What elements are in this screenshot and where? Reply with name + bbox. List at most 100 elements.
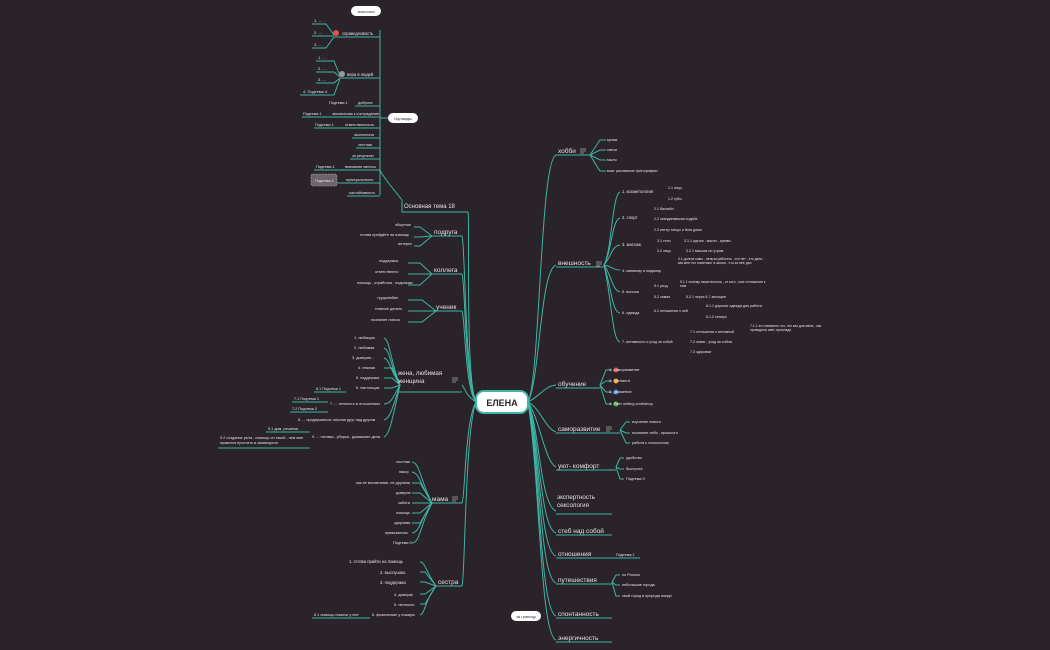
branch-puteshestviya[interactable]: путешествия по России небольшие города с… [556,573,673,598]
svg-text:2. любимая: 2. любимая [354,346,374,350]
svg-text:саморазвитие: саморазвитие [558,426,601,433]
svg-text:1.1 лицо: 1.1 лицо [668,186,682,190]
svg-text:внимание мелочь: внимание мелочь [345,165,376,169]
svg-text:3. поддержка: 3. поддержка [380,580,406,585]
svg-text:Подтема 1: Подтема 1 [315,179,334,183]
svg-text:1. ...: 1. ... [318,55,326,60]
branch-spontannost[interactable]: спонтанность [556,611,612,619]
branch-sestra[interactable]: сестра 1. готова прийти на помощь 2. выс… [312,559,462,619]
svg-text:забота: забота [398,501,411,505]
svg-text:Подтема 9: Подтема 9 [393,541,412,545]
svg-text:мама: мама [432,496,449,503]
svg-text:поддержка: поддержка [379,259,399,263]
svg-text:подруга: подруга [434,229,458,236]
branch-obuchenie[interactable]: обучение 1. саморазвитие 2. тренинги 3. … [556,367,654,407]
central-topic[interactable]: ЕЛЕНА [475,390,529,414]
branch-kollega[interactable]: коллега поддержка ответственно помощь , … [357,259,462,285]
menu-lines-icon [452,377,458,383]
branch-otnosheniya[interactable]: отношения Подтема 1 [556,551,640,559]
svg-text:сестра: сестра [438,579,459,586]
branch-zhena[interactable]: жена, любимая женщина 1. любящая 2. люби… [218,336,462,449]
svg-text:4. Подтема 4: 4. Подтема 4 [303,89,328,94]
svg-text:7.2 значи , уход за собою: 7.2 значи , уход за собою [690,340,733,344]
svg-text:свечи: свечи [607,148,617,152]
svg-text:6.1.2 стимул: 6.1.2 стимул [706,315,727,319]
svg-text:Подтема 3: Подтема 3 [626,477,645,481]
svg-text:6.1 отношение к ней: 6.1 отношение к ней [654,309,688,313]
menu-lines-icon [580,148,586,154]
svg-text:1.2 губы: 1.2 губы [668,197,682,201]
menu-lines-icon [452,496,458,502]
svg-text:5. ленность: 5. ленность [394,603,414,607]
svg-text:2. ...: 2. ... [314,30,322,35]
svg-text:5.1 уход: 5.1 уход [654,284,668,288]
branch-mama[interactable]: мама честная юмор как ее воспитании, не … [356,460,462,545]
branch-energichnost[interactable]: энергичность [556,635,612,643]
svg-text:быстрота: быстрота [626,467,643,471]
branch-uchenik[interactable]: ученик трудолюбие главное делать познани… [371,296,462,322]
svg-text:7. ... ленность в отношениях: 7. ... ленность в отношениях [330,402,380,406]
branch-hobby[interactable]: хобби купаж свечи мыло мозг рисование фо… [556,138,658,173]
svg-text:спонтанность: спонтанность [558,611,600,618]
svg-text:внешность: внешность [558,260,591,267]
svg-text:7. интимность и уход за собой: 7. интимность и уход за собой [622,340,673,344]
svg-text:аналогия: аналогия [357,9,374,14]
svg-text:Подтема 1: Подтема 1 [303,112,322,116]
main-theme-branch[interactable]: Основная тема 18 [402,204,468,213]
svg-text:7.1 Подтема 1: 7.1 Подтема 1 [294,397,319,401]
svg-text:9.1 дом. решетки: 9.1 дом. решетки [268,427,298,431]
svg-text:7.1 отношение к интимной: 7.1 отношение к интимной [690,330,734,334]
svg-text:Основная тема 18: Основная тема 18 [404,204,456,210]
svg-text:2.2 скандинавская ходьба: 2.2 скандинавская ходьба [654,217,697,221]
svg-text:справедливость: справедливость [342,31,374,36]
svg-text:3. массаж: 3. массаж [622,242,641,247]
svg-text:энергичность: энергичность [558,635,599,642]
callout-top[interactable]: аналогия [351,6,381,16]
svg-text:8. ... продержаться, верная др: 8. ... продержаться, верная друг над дру… [298,418,376,422]
svg-text:помощь: помощь [396,511,410,515]
branch-steb[interactable]: стеб над собой [556,527,612,536]
branch-samorazvitie[interactable]: саморазвитие изучение нового познание се… [556,420,678,445]
svg-text:Подтема 1: Подтема 1 [315,123,334,127]
svg-text:6. физические у ножиры: 6. физические у ножиры [372,613,415,617]
svg-text:честная: честная [396,460,410,464]
svg-text:4. доверие: 4. доверие [394,593,413,597]
selected-subtopic[interactable] [310,173,338,187]
svg-text:привязанная: привязанная [385,531,408,535]
branch-ekspertnost[interactable]: экспертность сексология [556,494,627,515]
svg-text:5. волосы: 5. волосы [622,290,639,294]
grey-marker-icon [339,71,345,77]
svg-text:2. тренинги: 2. тренинги [609,378,630,383]
svg-text:ответственность: ответственность [345,123,374,127]
svg-text:интерес: интерес [398,242,412,246]
svg-text:трудолюбие: трудолюбие [377,296,398,300]
svg-text:уют- комфорт: уют- комфорт [558,463,599,470]
svg-text:отношения: отношения [558,551,592,558]
green-priority-icon [613,401,619,407]
orange-priority-icon [613,378,619,384]
branch-vera[interactable]: вера в людей 1. ... 2. ... 3. ... 4. Под… [300,55,380,96]
svg-text:работа с психологом: работа с психологом [632,441,669,445]
svg-text:путешествия: путешествия [558,577,597,584]
callout-bottom[interactable]: за границу [511,611,541,621]
svg-text:2.1 бассейн: 2.1 бассейн [654,207,674,211]
svg-text:купаж: купаж [607,138,618,142]
svg-text:за результат: за результат [352,154,374,158]
svg-text:общение: общение [395,223,411,227]
svg-text:здоровая: здоровая [394,521,410,525]
svg-text:пунктуальность: пунктуальность [346,178,374,182]
svg-text:эмпатичная к сострадание: эмпатичная к сострадание [332,112,379,116]
branch-uyut[interactable]: уют- комфорт удобство быстрота Подтема 3 [556,456,645,481]
svg-text:экологична: экологична [354,133,375,137]
svg-text:изучение нового: изучение нового [632,420,661,424]
branch-podruga[interactable]: подруга общение готова прийдёте на помощ… [360,223,462,246]
branch-spravedlivost[interactable]: справедливость 1. ... 2. ... 3. ... [312,18,380,49]
callout-mid[interactable]: Однажды [388,113,418,123]
svg-text:4. Peer writing workshop: 4. Peer writing workshop [609,401,654,406]
svg-text:познание нового: познание нового [371,318,400,322]
svg-text:помощь , отработка , подсказки: помощь , отработка , подсказки [357,281,413,285]
svg-text:5. поддержка: 5. поддержка [356,376,380,380]
svg-text:3. движение: 3. движение [609,389,632,394]
branch-vneshnost[interactable]: внешность 1. косметология 2. спорт 3. ма… [556,186,830,354]
connectors [379,30,630,641]
